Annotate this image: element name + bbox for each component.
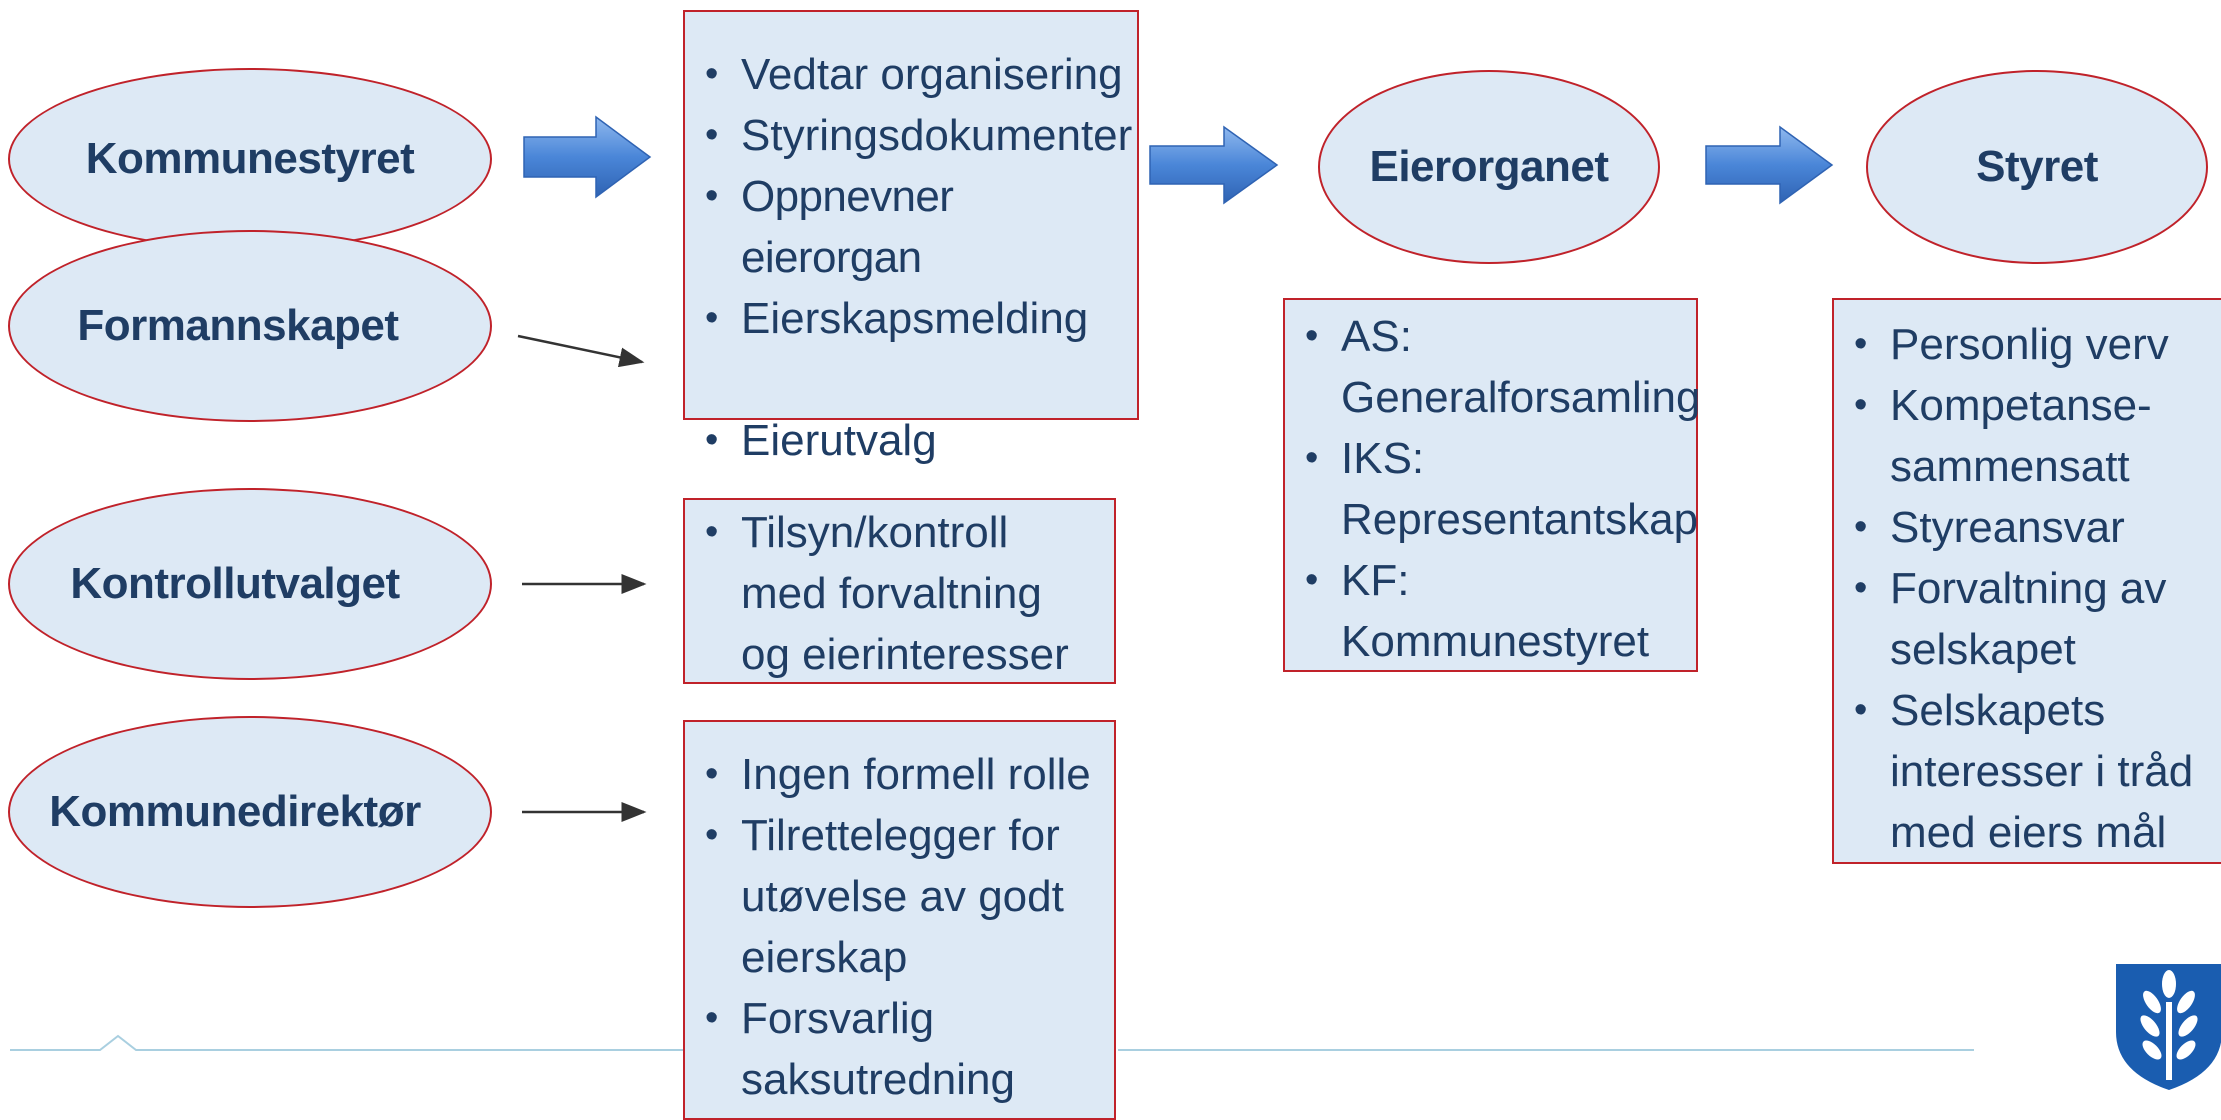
list-item: AS: Generalforsamling (1285, 306, 1701, 428)
block-arrow-1 (523, 115, 652, 199)
box-eierorganet: AS: Generalforsamling IKS: Representants… (1283, 298, 1701, 672)
role-label: Kommunedirektør (49, 787, 421, 836)
list-item: Oppnevner eierorgan (685, 166, 1137, 288)
role-styret: Styret (1866, 70, 2208, 264)
list-item: Tilsyn/kontroll med forvaltning og eieri… (685, 502, 1102, 685)
role-kommunestyret: Kommunestyret (8, 68, 492, 250)
footer-line (10, 1034, 1974, 1051)
list-item: Ingen formell rolle (685, 744, 1096, 805)
list-item: IKS: Representantskap (1285, 428, 1698, 550)
list-item: Selskapets interesser i tråd med eiers m… (1834, 680, 2210, 863)
list-item: Vedtar organisering (685, 44, 1137, 105)
box-kommunestyret: Vedtar organisering Styringsdokumenter O… (683, 10, 1139, 471)
role-label: Eierorganet (1369, 142, 1609, 191)
role-label: Styret (1976, 142, 2098, 191)
block-arrow-2 (1149, 125, 1279, 205)
role-formannskapet: Formannskapet (8, 230, 492, 422)
role-kommunedirektor: Kommunedirektør (8, 716, 492, 908)
box-kontrollutvalget: Tilsyn/kontroll med forvaltning og eieri… (683, 498, 1116, 684)
arrow-formannskapet (517, 334, 645, 368)
list-item: Kompetanse-sammensatt (1834, 375, 2210, 497)
role-eierorganet: Eierorganet (1318, 70, 1660, 264)
list-item: Forsvarlig saksutredning (685, 988, 1096, 1110)
box-kommunedirektor: Ingen formell rolle Tilrettelegger for u… (683, 720, 1116, 1120)
list-item: Styringsdokumenter (685, 105, 1137, 166)
list-item: Eierutvalg (685, 410, 1137, 471)
role-label: Formannskapet (77, 301, 399, 350)
list-item: Tilrettelegger for utøvelse av godt eier… (685, 805, 1096, 988)
municipal-coat-of-arms-icon (2116, 964, 2221, 1090)
list-item: Styreansvar (1834, 497, 2210, 558)
block-arrow-3 (1705, 125, 1834, 205)
list-item: Eierskapsmelding (685, 288, 1137, 349)
role-label: Kommunestyret (85, 134, 415, 183)
box-styret: Personlig verv Kompetanse-sammensatt Sty… (1832, 298, 2221, 864)
role-label: Kontrollutvalget (70, 559, 400, 608)
role-kontrollutvalget: Kontrollutvalget (8, 488, 492, 680)
list-item: KF: Kommunestyret (1285, 550, 1688, 672)
list-item: Forvaltning av selskapet (1834, 558, 2210, 680)
list-item: Personlig verv (1834, 314, 2210, 375)
